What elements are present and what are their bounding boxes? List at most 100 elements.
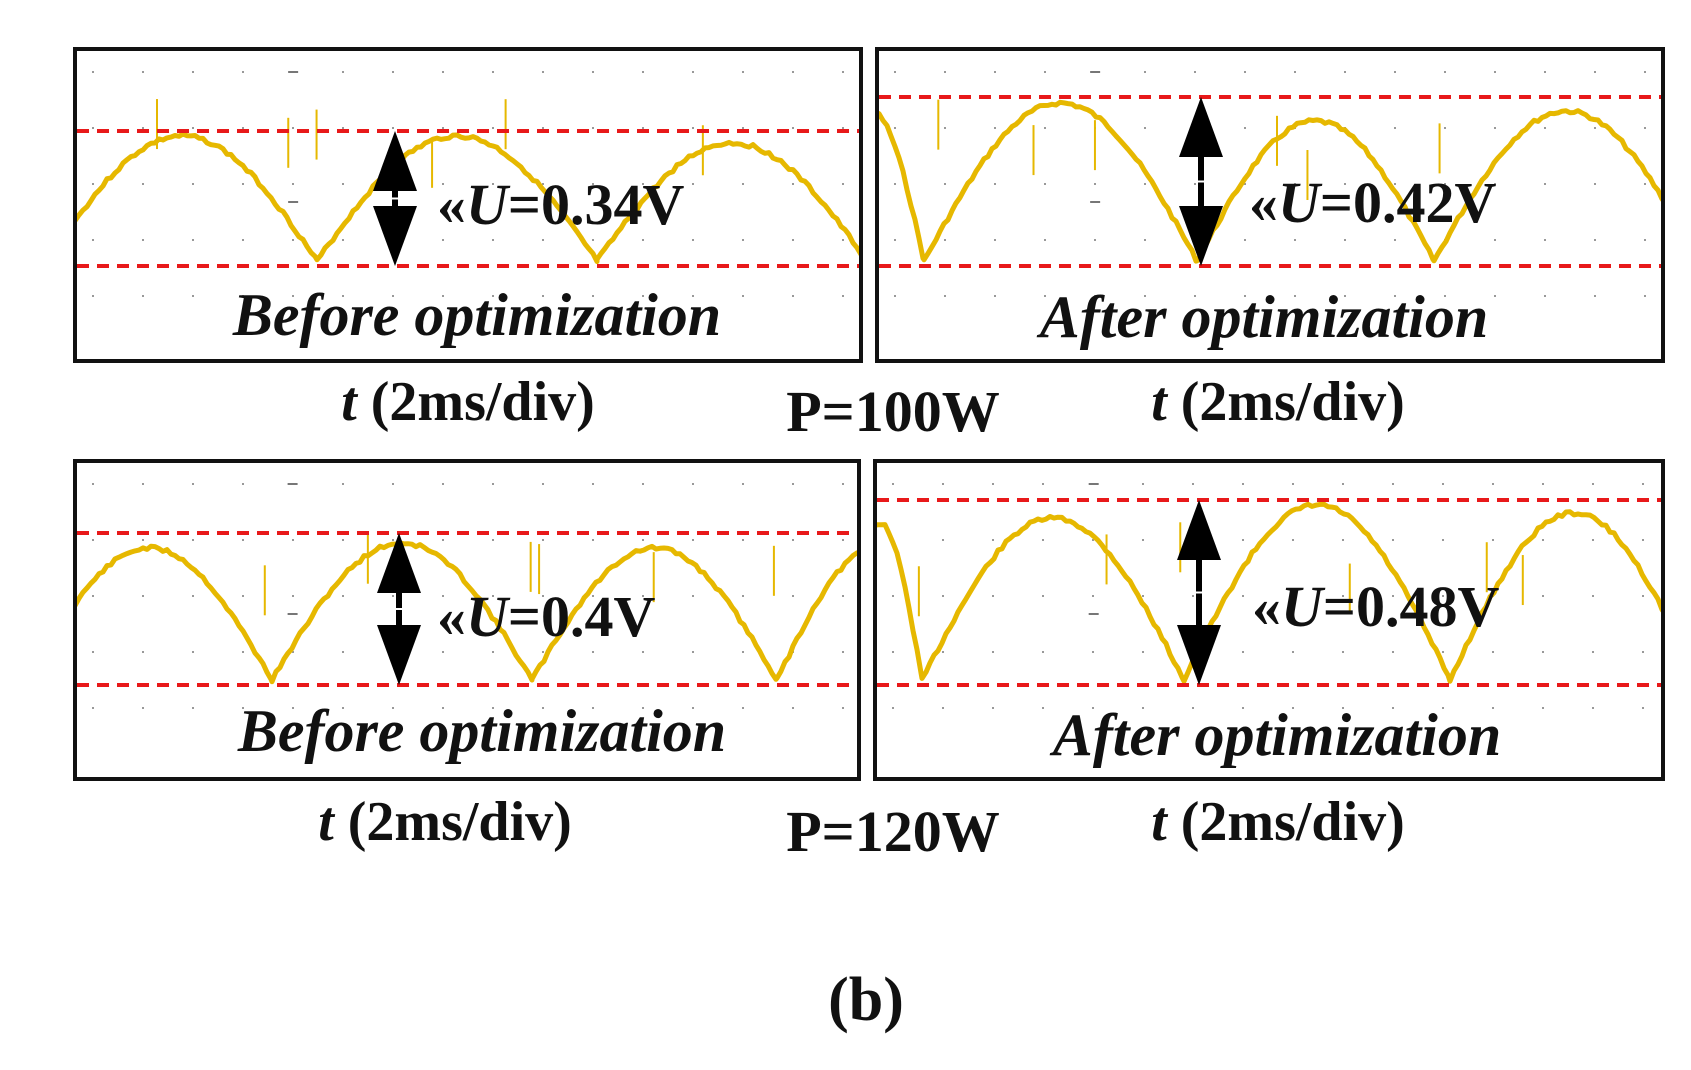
grid-tick [1088,483,1099,485]
grid-dot [1642,539,1644,541]
grid-dot [992,595,994,597]
grid-dot [1392,483,1394,485]
grid-dot [1144,239,1146,241]
delta-u-label: «U=0.4V [437,584,656,649]
grid-dot [342,183,344,185]
grid-dot [592,651,594,653]
grid-dot [442,71,444,73]
grid-dot [992,483,994,485]
time-axis-label: t (2ms/div) [341,371,595,433]
grid-dot [842,595,844,597]
grid-dots [892,483,1644,709]
grid-dot [1544,239,1546,241]
grid-dot [1592,539,1594,541]
grid-tick [287,613,298,615]
voltage-waveform [77,131,859,264]
grid-dot [642,239,644,241]
grid-dot [1342,651,1344,653]
grid-dot [1194,183,1196,185]
arrow-head-down [373,206,417,266]
grid-dot [1394,183,1396,185]
grid-tick [287,483,298,485]
grid-dot [1594,239,1596,241]
grid-dot [542,595,544,597]
grid-tick [1090,71,1101,73]
delta-u-label: «U=0.48V [1252,574,1500,639]
grid-dot [1294,183,1296,185]
grid-dot [792,183,794,185]
grid-dot [1394,71,1396,73]
grid-dot [592,295,594,297]
grid-dot [692,127,694,129]
grid-dot [642,595,644,597]
grid-dot [942,539,944,541]
grid-dot [1242,539,1244,541]
grid-dot [442,483,444,485]
grid-dot [692,239,694,241]
grid-dot [142,239,144,241]
grid-dot [944,239,946,241]
grid-dot [894,71,896,73]
grid-dot [192,539,194,541]
grid-dot [742,707,744,709]
grid-dot [1294,295,1296,297]
scope-panel-p100-after: «U=0.42V After optimization [875,47,1665,363]
double-arrow-icon [377,533,421,685]
grid-dot [1542,483,1544,485]
grid-dot [242,707,244,709]
grid-dot [92,71,94,73]
grid-dot [592,127,594,129]
grid-dot [342,71,344,73]
grid-dot [1494,295,1496,297]
grid-dot [792,127,794,129]
grid-dot [542,183,544,185]
grid-dot [1142,539,1144,541]
grid-dot [142,539,144,541]
grid-dot [242,71,244,73]
grid-dot [1342,539,1344,541]
grid-dot [192,707,194,709]
grid-dot [292,539,294,541]
grid-dot [1494,183,1496,185]
grid-dot [92,295,94,297]
grid-dot [92,483,94,485]
grid-dot [1644,183,1646,185]
grid-dot [92,127,94,129]
grid-dot [1344,71,1346,73]
arrow-head-down [1179,206,1223,266]
grid-dot [1292,651,1294,653]
grid-dot [944,295,946,297]
grid-dot [842,239,844,241]
waveform-spikes [917,522,1524,617]
grid-dot [1392,595,1394,597]
grid-dot [792,595,794,597]
grid-dot [1544,71,1546,73]
scope-plot-p120-before [77,483,857,709]
grid-dot [1044,183,1046,185]
grid-dot [1642,651,1644,653]
grid-dot [242,183,244,185]
scope-plot-p120-after [877,483,1661,709]
grid-dot [1642,707,1644,709]
grid-dot [392,595,394,597]
grid-dot [842,183,844,185]
grid-dot [692,483,694,485]
grid-dot [742,651,744,653]
grid-dot [1042,651,1044,653]
grid-dot [342,127,344,129]
double-arrow-icon [373,131,417,266]
grid-dot [1294,71,1296,73]
grid-dot [442,539,444,541]
time-axis-label: t (2ms/div) [1151,791,1405,853]
grid-dot [1542,595,1544,597]
delta-u-label: «U=0.42V [1249,170,1497,235]
grid-dot [792,707,794,709]
grid-dot [342,483,344,485]
grid-dot [994,295,996,297]
panel-caption: Before optimization [232,282,722,348]
grid-dot [1242,651,1244,653]
grid-dot [442,595,444,597]
grid-dot [1644,295,1646,297]
grid-dot [742,595,744,597]
grid-dot [1394,127,1396,129]
